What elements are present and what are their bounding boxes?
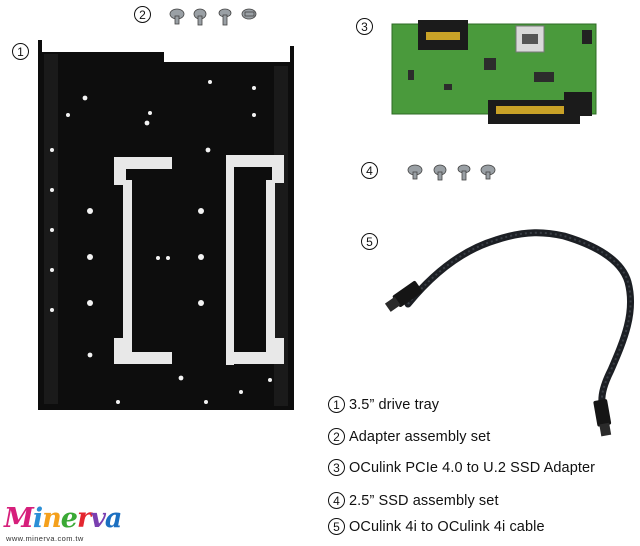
adapter-board-image — [391, 20, 597, 124]
legend-item-5: 5 OCulink 4i to OCulink 4i cable — [328, 518, 545, 535]
marker-1: 1 — [12, 43, 29, 60]
legend-number-5: 5 — [328, 518, 345, 535]
legend-label-5: OCulink 4i to OCulink 4i cable — [349, 518, 545, 535]
legend-item-2: 2 Adapter assembly set — [328, 428, 490, 445]
legend-item-3: 3 OCulink PCIe 4.0 to U.2 SSD Adapter — [328, 459, 595, 476]
drive-tray-image — [38, 40, 294, 410]
legend-item-4: 4 2.5” SSD assembly set — [328, 492, 499, 509]
legend-number-1: 1 — [328, 396, 345, 413]
legend-label-1: 3.5” drive tray — [349, 396, 440, 413]
logo-website: www.minerva.com.tw — [6, 534, 84, 543]
legend-label-3: OCulink PCIe 4.0 to U.2 SSD Adapter — [349, 459, 596, 476]
legend-number-3: 3 — [328, 459, 345, 476]
legend-item-1: 1 3.5” drive tray — [328, 396, 439, 413]
oculink-cable-image — [384, 229, 635, 437]
legend-label-2: Adapter assembly set — [349, 428, 491, 445]
marker-3: 3 — [356, 18, 373, 35]
marker-5: 5 — [361, 233, 378, 250]
minerva-logo: Minerva — [4, 503, 122, 534]
adapter-screws-image — [169, 8, 257, 26]
legend-number-2: 2 — [328, 428, 345, 445]
marker-4: 4 — [361, 162, 378, 179]
legend-number-4: 4 — [328, 492, 345, 509]
ssd-screws-image — [407, 164, 496, 181]
marker-2: 2 — [134, 6, 151, 23]
legend-label-4: 2.5” SSD assembly set — [349, 492, 499, 509]
